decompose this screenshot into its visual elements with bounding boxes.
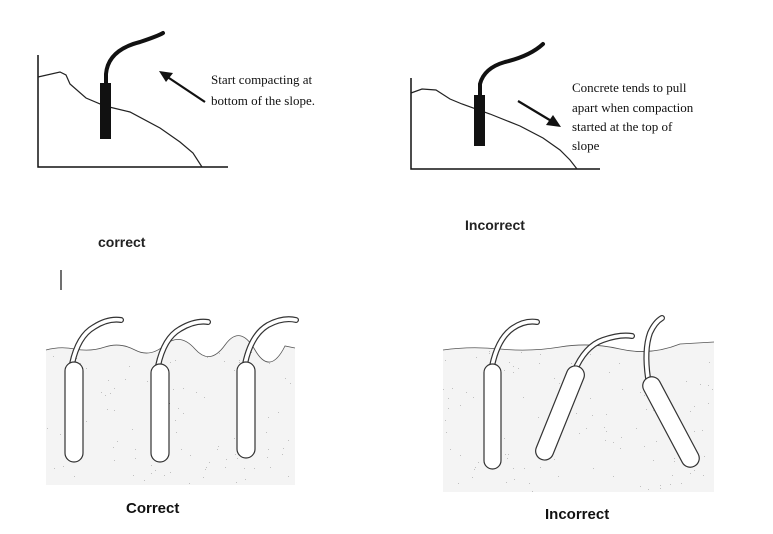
vibrator-cable [478,42,545,98]
vibrator-incorrect-tilted-left [535,332,635,461]
arrow-up-left [165,75,206,103]
top-left-slope-diagram [37,31,228,168]
caption-top-right: Incorrect [465,217,525,233]
bottom-left-concrete-panel [45,316,299,485]
caption-bottom-right: Incorrect [545,506,609,523]
vibrator-cable [104,31,165,86]
arrow-down-right [517,100,554,123]
slope-line [37,71,203,168]
slope-line [410,88,578,170]
vibrator-correct-2 [150,318,211,463]
top-right-slope-diagram [410,42,600,170]
vibrator-incorrect-tilted-right [642,315,700,468]
vibrator-probe [474,95,485,146]
arrow-up-left-head [159,71,173,82]
vibrator-correct-1 [64,316,124,463]
note-top-left: Start compacting at bottom of the slope. [211,72,315,108]
vibrator-incorrect-vertical [483,318,540,470]
axis [410,78,600,170]
arrow-down-right-head [546,115,561,127]
caption-top-left: correct [98,234,146,250]
caption-bottom-left: Correct [126,500,179,517]
vibrator-correct-3 [236,316,299,459]
bottom-right-concrete-panel [442,315,715,492]
note-top-right: Concrete tends to pull apart when compac… [572,80,697,153]
vibrator-probe [100,83,111,139]
axis [37,55,228,168]
